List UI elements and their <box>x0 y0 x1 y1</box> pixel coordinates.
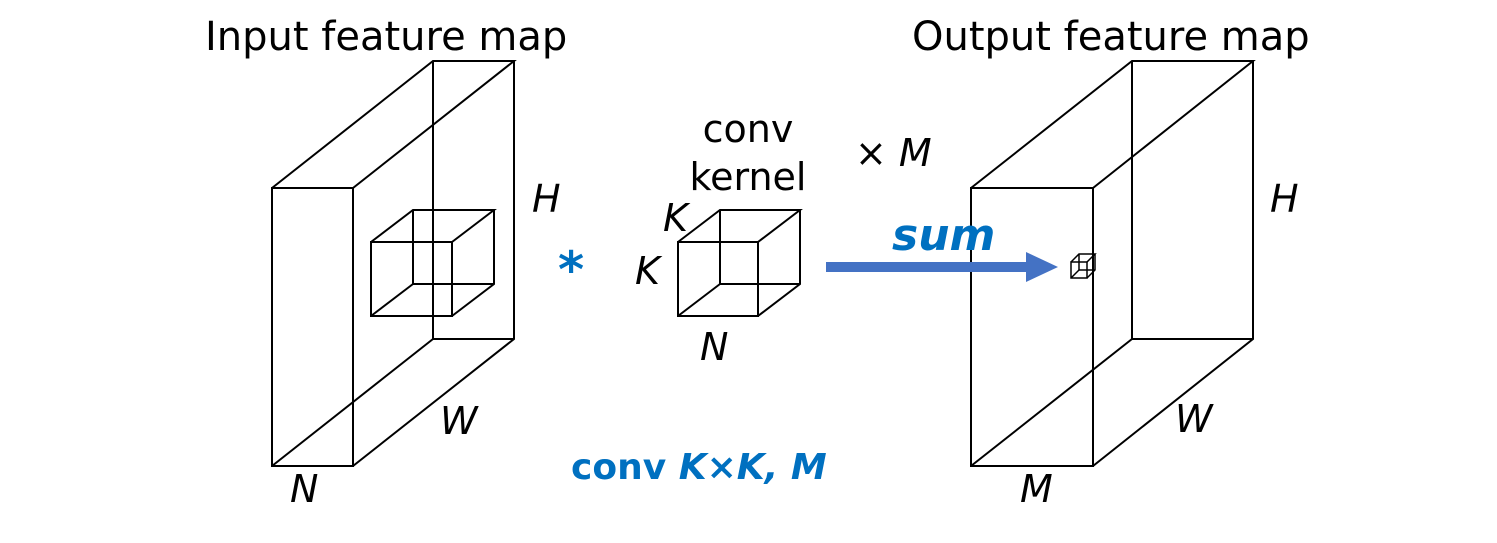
convolution-operator: * <box>558 241 585 299</box>
sum-label: sum <box>892 210 996 261</box>
conv-caption: conv K×K, M <box>571 450 827 486</box>
input-channels-label: N <box>290 467 319 511</box>
output-feature-map-title: Output feature map <box>912 14 1310 60</box>
output-height-label: H <box>1270 177 1299 221</box>
output-width-label: W <box>1175 397 1213 441</box>
output-feature-map-box <box>970 60 1256 467</box>
receptive-field-cube <box>370 209 497 317</box>
conv-caption-prefix: conv <box>571 447 679 488</box>
output-cell-cube <box>1070 253 1097 279</box>
input-height-label: H <box>532 177 561 221</box>
input-feature-map-box <box>271 60 517 467</box>
output-channels-label: M <box>1020 467 1053 511</box>
kernel-label-line1: conv <box>702 107 794 151</box>
kernel-count-label: × M <box>855 131 932 175</box>
input-width-label: W <box>440 399 478 443</box>
kernel-k-left-label: K <box>635 249 660 293</box>
sum-arrow <box>826 252 1058 282</box>
conv-caption-params: K×K, M <box>678 447 827 488</box>
input-feature-map-title: Input feature map <box>205 14 568 60</box>
kernel-k-top-label: K <box>663 196 688 240</box>
kernel-channels-label: N <box>700 325 729 369</box>
conv-kernel-cube <box>677 209 803 317</box>
kernel-label-line2: kernel <box>689 155 807 199</box>
